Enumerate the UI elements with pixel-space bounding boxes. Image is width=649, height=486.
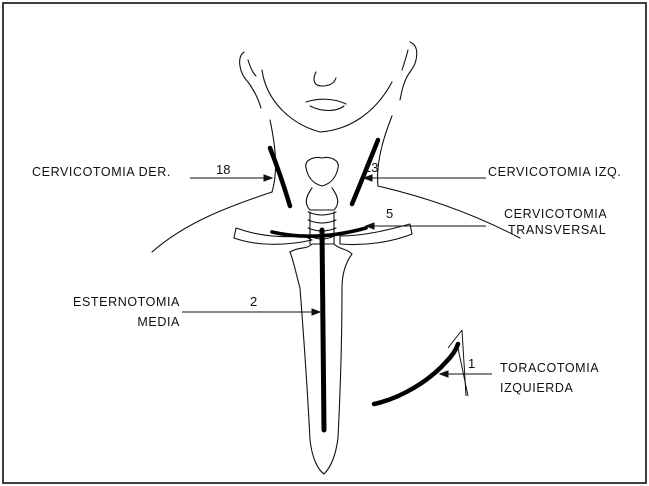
toracotomia-guide-lines (448, 330, 468, 396)
label-esternotomia-line2: MEDIA (56, 314, 180, 330)
label-cervicotomia-der: CERVICOTOMIA DER. (32, 164, 171, 180)
label-cervicotomia-izq: CERVICOTOMIA IZQ. (488, 164, 621, 180)
count-cervicotomia-der: 18 (216, 162, 230, 178)
label-esternotomia-line1: ESTERNOTOMIA (56, 294, 180, 310)
count-cervicotomia-izq: 13 (364, 160, 378, 176)
incision-esternotomia (322, 230, 324, 430)
count-cervicotomia-transversal: 5 (386, 206, 393, 222)
label-toracotomia-line2: IZQUIERDA (500, 380, 573, 396)
incisions (270, 140, 458, 430)
incision-cervicotomia-transversal (272, 228, 366, 236)
count-toracotomia: 1 (468, 356, 475, 372)
label-cervicotomia-transversal-line2: TRANSVERSAL (508, 222, 606, 238)
count-esternotomia: 2 (250, 294, 257, 310)
label-cervicotomia-transversal-line1: CERVICOTOMIA (504, 206, 607, 222)
incision-cervicotomia-der (270, 148, 290, 206)
body-outline (152, 42, 520, 474)
label-toracotomia-line1: TORACOTOMIA (500, 360, 599, 376)
